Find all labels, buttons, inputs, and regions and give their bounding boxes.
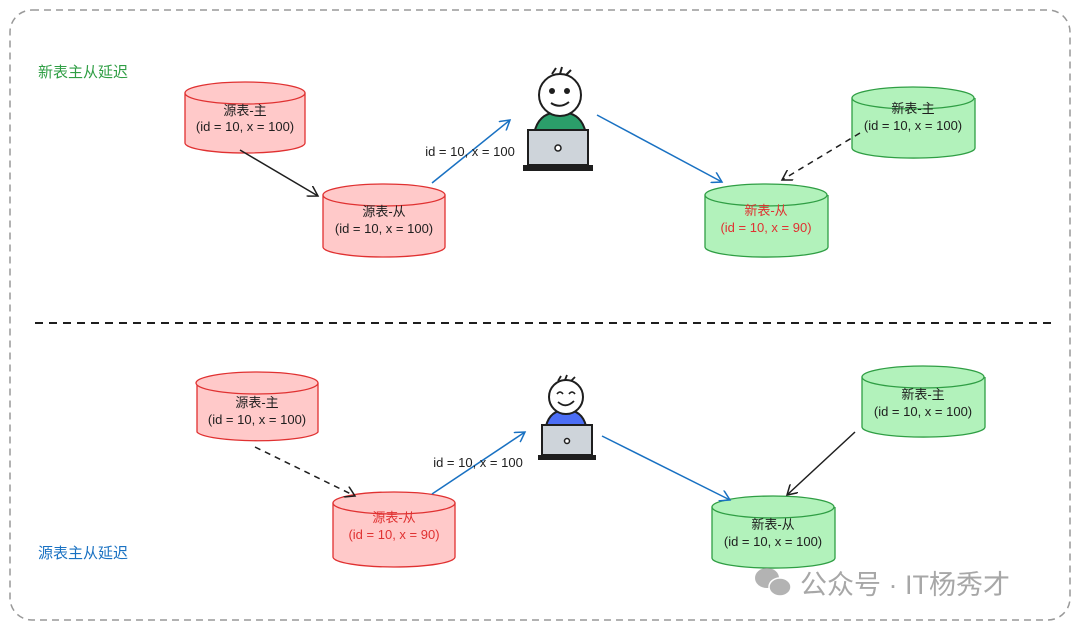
svg-text:(id = 10, x = 100): (id = 10, x = 100) (335, 221, 433, 236)
svg-text:源表-从: 源表-从 (362, 204, 405, 219)
db-new-master: 新表-主 (id = 10, x = 100) (851, 86, 976, 159)
db-new-slave: 新表-从 (id = 10, x = 90) (704, 183, 829, 258)
arrow-replication-lagged (254, 446, 355, 496)
svg-text:(id = 10, x = 90): (id = 10, x = 90) (348, 527, 439, 542)
arrow-write (596, 114, 722, 182)
arrow-read (431, 120, 510, 184)
db-source-master: 源表-主 (id = 10, x = 100) (184, 81, 306, 154)
db-source-slave: 源表-从 (id = 10, x = 90) (332, 491, 456, 568)
db-new-master: 新表-主 (id = 10, x = 100) (861, 365, 986, 438)
svg-text:新表-主: 新表-主 (891, 101, 934, 116)
arrow-replication (787, 431, 856, 495)
db-new-slave: 新表-从 (id = 10, x = 100) (711, 495, 836, 569)
section-title-new-table-lag: 新表主从延迟 (38, 64, 128, 81)
arrow-read (431, 432, 525, 495)
arrow-replication (239, 149, 318, 196)
svg-text:(id = 10, x = 100): (id = 10, x = 100) (196, 119, 294, 134)
outer-frame (9, 9, 1071, 621)
arrow-write (601, 435, 730, 500)
db-source-master: 源表-主 (id = 10, x = 100) (195, 371, 319, 442)
user-at-laptop-icon (538, 374, 596, 460)
svg-text:源表-主: 源表-主 (235, 395, 278, 410)
db-source-slave: 源表-从 (id = 10, x = 100) (322, 183, 446, 258)
section-title-source-table-lag: 源表主从延迟 (38, 545, 128, 562)
svg-text:新表-从: 新表-从 (744, 203, 787, 218)
svg-text:(id = 10, x = 100): (id = 10, x = 100) (724, 534, 822, 549)
svg-text:源表-从: 源表-从 (372, 510, 415, 525)
svg-text:(id = 10, x = 100): (id = 10, x = 100) (864, 118, 962, 133)
user-at-laptop-icon (523, 66, 593, 171)
svg-text:(id = 10, x = 100): (id = 10, x = 100) (874, 404, 972, 419)
svg-text:公众号 · IT杨秀才: 公众号 · IT杨秀才 (800, 570, 1010, 600)
read-label: id = 10, x = 100 (433, 455, 523, 470)
svg-text:(id = 10, x = 90): (id = 10, x = 90) (720, 220, 811, 235)
svg-text:(id = 10, x = 100): (id = 10, x = 100) (208, 412, 306, 427)
read-label: id = 10, x = 100 (425, 144, 515, 159)
svg-text:源表-主: 源表-主 (223, 103, 266, 118)
svg-text:新表-从: 新表-从 (751, 517, 794, 532)
wechat-icon (755, 568, 792, 597)
arrow-replication-lagged (782, 132, 861, 180)
svg-text:新表-主: 新表-主 (901, 387, 944, 402)
watermark: 公众号 · IT杨秀才 (755, 568, 1010, 600)
